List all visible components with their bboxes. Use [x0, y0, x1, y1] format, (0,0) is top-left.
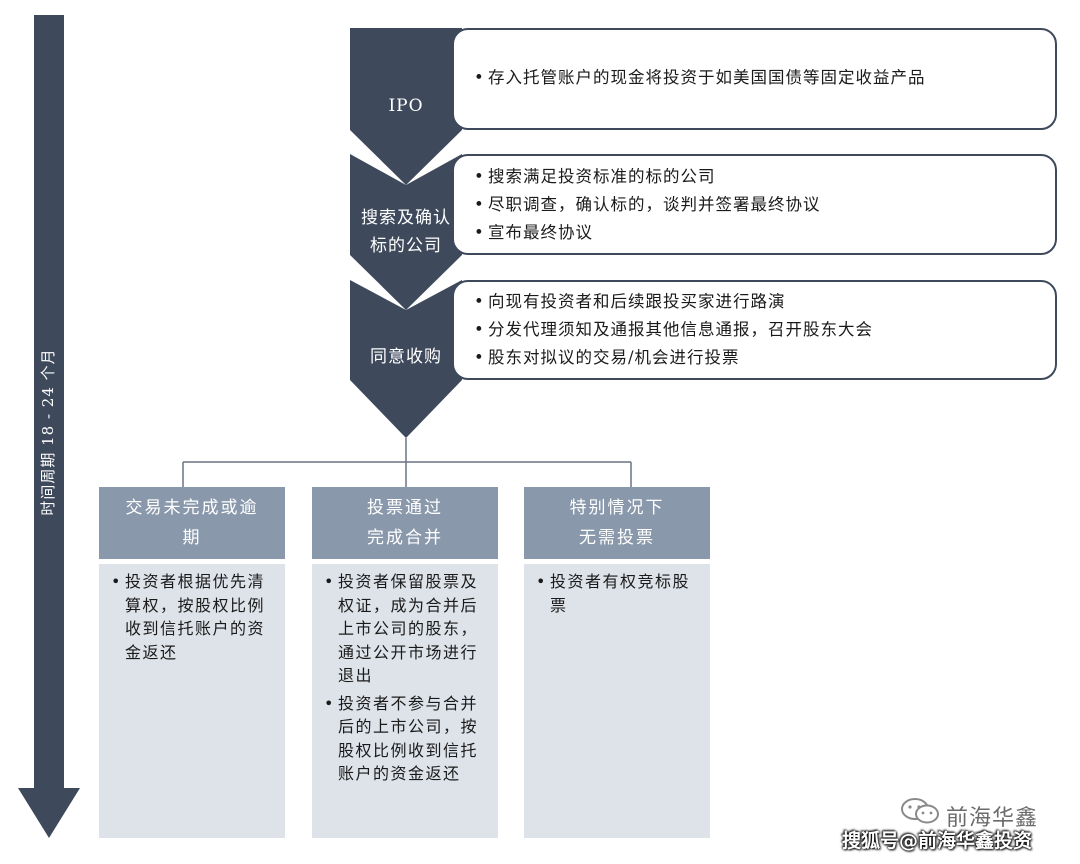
stage-chevron-approve — [350, 280, 462, 438]
stage-label-approve: 同意收购 — [370, 347, 442, 367]
outcome-bullet-list: 投资者保留股票及权证，成为合并后上市公司的股东，通过公开市场进行退出 投资者不参… — [324, 570, 488, 786]
outcome-header-failed: 交易未完成或逾期 — [99, 487, 285, 559]
outcome-header-approved: 投票通过完成合并 — [312, 487, 498, 559]
bullet-item: 存入托管账户的现金将投资于如美国国债等固定收益产品 — [474, 64, 1055, 92]
wechat-icon — [901, 798, 939, 824]
bullet-item: 投资者不参与合并后的上市公司，按股权比例收到信托账户的资金返还 — [324, 692, 488, 786]
stage-label-search: 搜索及确认 标的公司 — [361, 208, 451, 256]
watermark-brand: 前海华鑫 — [946, 806, 1039, 831]
branch-connector — [182, 438, 632, 487]
bullet-item: 向现有投资者和后续跟投买家进行路演 — [474, 288, 1055, 316]
outcome-body-no-vote: 投资者有权竞标股票 — [524, 564, 710, 838]
bullet-item: 股东对拟议的交易/机会进行投票 — [474, 344, 1055, 372]
bullet-item: 搜索满足投资标准的标的公司 — [474, 163, 1055, 191]
bullet-item: 投资者保留股票及权证，成为合并后上市公司的股东，通过公开市场进行退出 — [324, 570, 488, 688]
timeline-arrow-icon — [18, 15, 80, 838]
watermark-source: 搜狐号@前海华鑫投资 — [842, 830, 1033, 852]
stage-box-search: 搜索满足投资标准的标的公司 尽职调查，确认标的，谈判并签署最终协议 宣布最终协议 — [452, 154, 1057, 255]
stage-bullet-list: 存入托管账户的现金将投资于如美国国债等固定收益产品 — [474, 64, 1055, 92]
stage-chevron-search — [350, 154, 462, 310]
timeline-label: 时间周期 18 - 24 个月 — [39, 348, 57, 516]
stage-bullet-list: 向现有投资者和后续跟投买家进行路演 分发代理须知及通报其他信息通报，召开股东大会… — [474, 288, 1055, 372]
outcome-header-no-vote: 特别情况下无需投票 — [524, 487, 710, 559]
outcome-bullet-list: 投资者根据优先清算权，按股权比例收到信托账户的资金返还 — [111, 570, 275, 664]
outcome-body-failed: 投资者根据优先清算权，按股权比例收到信托账户的资金返还 — [99, 564, 285, 838]
outcome-body-approved: 投资者保留股票及权证，成为合并后上市公司的股东，通过公开市场进行退出 投资者不参… — [312, 564, 498, 838]
bullet-item: 宣布最终协议 — [474, 219, 1055, 247]
outcome-bullet-list: 投资者有权竞标股票 — [536, 570, 700, 617]
stage-label-ipo: IPO — [388, 96, 424, 116]
stage-chevron-ipo — [350, 28, 462, 185]
stage-bullet-list: 搜索满足投资标准的标的公司 尽职调查，确认标的，谈判并签署最终协议 宣布最终协议 — [474, 163, 1055, 247]
bullet-item: 投资者有权竞标股票 — [536, 570, 700, 617]
bullet-item: 分发代理须知及通报其他信息通报，召开股东大会 — [474, 316, 1055, 344]
bullet-item: 尽职调查，确认标的，谈判并签署最终协议 — [474, 191, 1055, 219]
stage-box-ipo: 存入托管账户的现金将投资于如美国国债等固定收益产品 — [452, 28, 1057, 130]
bullet-item: 投资者根据优先清算权，按股权比例收到信托账户的资金返还 — [111, 570, 275, 664]
stage-box-approve: 向现有投资者和后续跟投买家进行路演 分发代理须知及通报其他信息通报，召开股东大会… — [452, 280, 1057, 380]
